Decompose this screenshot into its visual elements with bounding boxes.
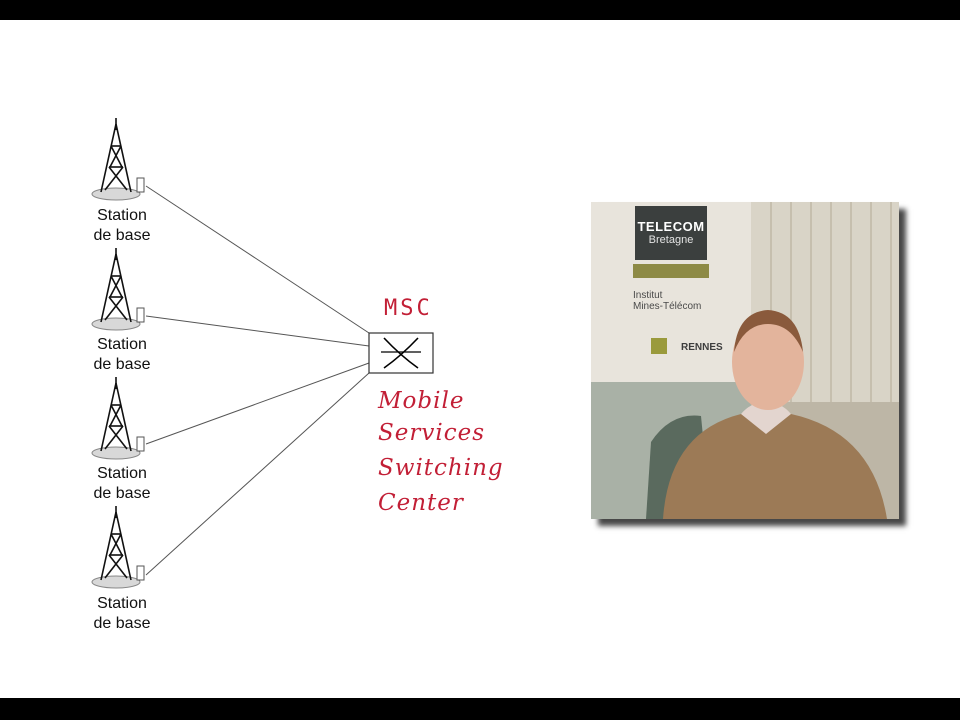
- tower-icon: [91, 248, 145, 331]
- msc-fullname-line: Center: [378, 490, 464, 516]
- station-label: Station de base: [93, 465, 151, 502]
- presenter-video: TELECOM Bretagne Institut Mines-Télécom …: [591, 202, 899, 519]
- msc-fullname-line: Mobile: [378, 388, 465, 414]
- institution-logo: TELECOM Bretagne: [635, 206, 707, 260]
- institution-subtitle: Institut Mines-Télécom: [633, 290, 702, 312]
- connection-lines: [145, 185, 370, 576]
- msc-annotation: MSC: [384, 296, 433, 321]
- city-label: RENNES: [681, 342, 723, 353]
- station-label: Station de base: [93, 207, 151, 244]
- network-diagram: [91, 118, 434, 589]
- slide: Station de base Station de base Station …: [0, 20, 960, 698]
- tower-icon: [91, 118, 145, 201]
- link-station-2: [145, 315, 370, 347]
- station-label: Station de base: [93, 336, 151, 373]
- switch-icon: [368, 332, 434, 374]
- station-label: Station de base: [93, 595, 151, 632]
- link-station-3: [145, 362, 370, 445]
- msc-fullname-line: Switching: [378, 455, 504, 481]
- link-station-4: [145, 372, 370, 576]
- tower-icon: [91, 377, 145, 460]
- tower-icon: [91, 506, 145, 589]
- msc-fullname-line: Services: [378, 420, 486, 446]
- link-station-1: [145, 185, 370, 334]
